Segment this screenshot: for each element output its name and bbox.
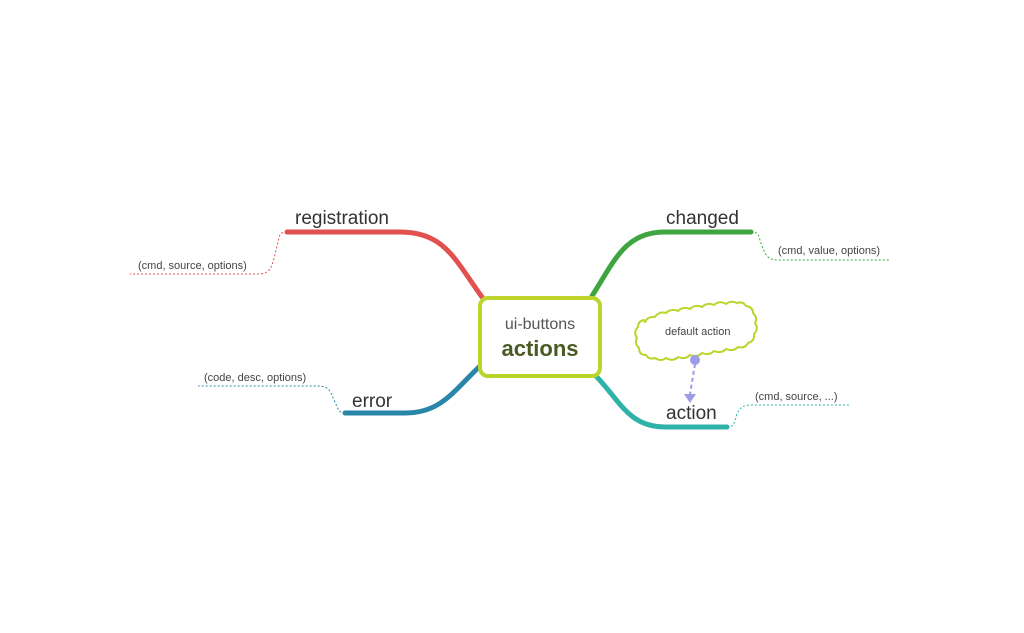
registration-topic[interactable]: registration [295, 208, 389, 229]
error-topic[interactable]: error [352, 391, 393, 412]
default-action-callout-cloud [634, 300, 758, 361]
registration-signature-underline [130, 231, 288, 275]
callout-connector-arrowhead [684, 394, 696, 403]
callout-connector-dot [690, 355, 700, 365]
changed-topic[interactable]: changed [666, 208, 739, 229]
callout-connector-line [689, 363, 696, 395]
error-branch-line [342, 364, 482, 416]
action-signature-underline [726, 404, 850, 428]
registration-branch-line [284, 229, 485, 300]
action-branch-line [591, 371, 730, 430]
registration-signature[interactable]: (cmd, source, options) [138, 260, 247, 272]
changed-signature[interactable]: (cmd, value, options) [778, 245, 881, 257]
default-action-callout-label[interactable]: default action [665, 326, 731, 338]
error-signature-underline [198, 385, 346, 414]
central-topic-subtitle: ui-buttons [504, 316, 576, 333]
central-topic-title: actions [501, 336, 579, 361]
error-signature[interactable]: (code, desc, options) [204, 372, 307, 384]
action-topic[interactable]: action [666, 403, 717, 424]
action-signature[interactable]: (cmd, source, ...) [755, 391, 838, 403]
changed-signature-underline [750, 231, 890, 261]
central-topic[interactable]: ui-buttons actions [478, 296, 602, 378]
changed-branch-line [589, 229, 754, 299]
